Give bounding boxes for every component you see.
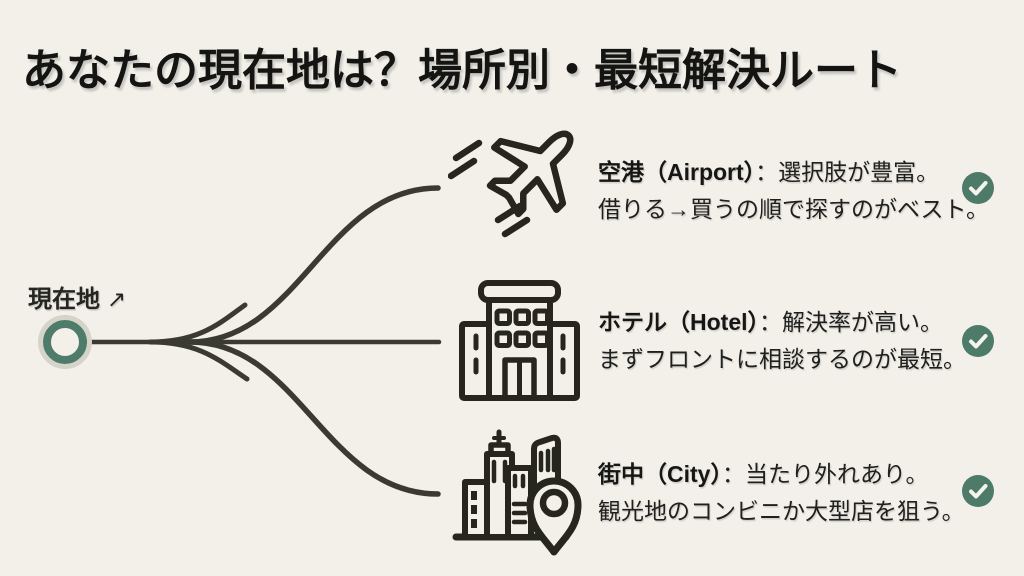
route-label-airport: 空港（Airport） [598, 159, 756, 185]
route-line-lower [187, 339, 441, 497]
page-title: あなたの現在地は？場所別・最短解決ルート [22, 46, 902, 95]
check-icon [962, 172, 994, 204]
check-icon [962, 475, 994, 507]
origin-label-text: 現在地 [28, 286, 100, 313]
route-stub-lower [147, 339, 250, 382]
route-text-line1: 空港（Airport）：選択肢が豊富。 [598, 154, 978, 191]
route-desc2-hotel: まずフロントに相談するのが最短。 [598, 346, 966, 372]
route-label-city: 街中（City） [598, 461, 722, 487]
check-icon [962, 325, 994, 357]
origin-node-circle [43, 320, 87, 364]
hotel-building-icon [452, 278, 587, 411]
route-label-hotel: ホテル（Hotel） [598, 309, 759, 335]
route-desc1-city: ：当たり外れあり。 [721, 461, 929, 487]
northeast-arrow-icon: ↗ [107, 286, 127, 312]
route-desc1-hotel: ：解決率が高い。 [759, 309, 943, 335]
route-desc2-airport: 借りる→買うの順で探すのがベスト。 [598, 196, 989, 222]
route-text-line1: 街中（City）：当たり外れあり。 [598, 456, 978, 493]
city-buildings-icon [448, 428, 588, 568]
route-description-hotel: ホテル（Hotel）：解決率が高い。 まずフロントに相談するのが最短。 [598, 304, 978, 378]
route-description-city: 街中（City）：当たり外れあり。 観光地のコンビニか大型店を狙う。 [598, 456, 978, 530]
airplane-icon [447, 120, 593, 250]
route-line-upper [187, 185, 441, 345]
origin-label: 現在地 ↗ [28, 279, 126, 314]
route-desc1-airport: ：選択肢が豊富。 [755, 159, 940, 185]
route-desc2-city: 観光地のコンビニか大型店を狙う。 [598, 498, 965, 524]
route-description-airport: 空港（Airport）：選択肢が豊富。 借りる→買うの順で探すのがベスト。 [598, 154, 989, 228]
route-text-line1: ホテル（Hotel）：解決率が高い。 [598, 304, 978, 341]
